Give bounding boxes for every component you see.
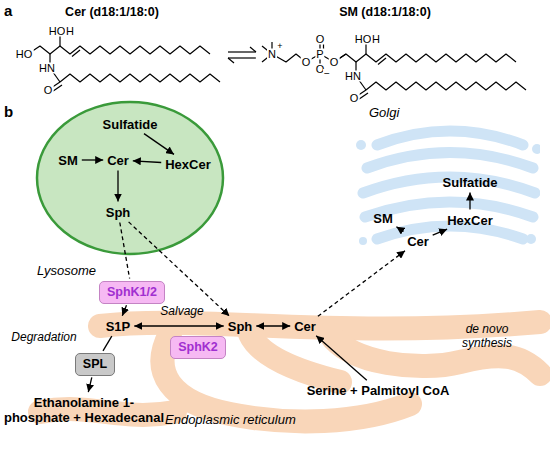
pathway-label: de novo synthesis	[451, 322, 523, 351]
metabolite-name: SM	[373, 211, 393, 226]
metabolite-name: Sulfatide	[443, 175, 498, 190]
metabolite: HexCer	[445, 212, 495, 229]
metabolite: Ethanolamine 1-phosphate + Hexadecanal	[1, 394, 167, 426]
atom-label: HN	[38, 63, 56, 74]
metabolite-name: Cer	[294, 319, 316, 334]
er-compartment: Endoplasmic reticulum S1P Sph CerSphK2SPL Se…	[0, 262, 550, 459]
enzyme-name: SphK2	[178, 340, 218, 355]
atom-label: H	[65, 26, 75, 37]
bond	[378, 58, 386, 65]
metabolite: Sulfatide	[101, 116, 160, 133]
atom-label: H	[371, 34, 381, 45]
reaction-arrow	[144, 134, 174, 155]
metabolite-name: HexCer	[165, 157, 211, 172]
metabolite-name: Cer	[107, 153, 129, 168]
atom-label: −	[323, 69, 331, 79]
panel-letter: b	[4, 104, 13, 119]
pathway-label: Degradation	[11, 331, 76, 343]
atom-label: HO	[15, 49, 34, 60]
bond-lines	[28, 31, 526, 101]
metabolite-name: Serine + Palmitoyl CoA	[307, 383, 450, 398]
enzyme-name: SPL	[83, 357, 107, 372]
reaction-arrow	[133, 161, 161, 163]
atom-label: O	[315, 34, 326, 45]
metabolite: Serine + Palmitoyl CoA	[305, 382, 452, 399]
enzyme-box: SPL	[75, 353, 115, 376]
carbon-chain	[28, 46, 210, 54]
reaction-arrow	[396, 227, 403, 232]
metabolite-name: S1P	[106, 319, 131, 334]
metabolite-name: Ethanolamine 1-phosphate + Hexadecanal	[3, 395, 165, 425]
reaction-arrow	[469, 193, 470, 210]
carbon-chain	[60, 74, 220, 82]
atom-label: O	[43, 85, 54, 96]
metabolite-name: HexCer	[447, 213, 493, 228]
metabolite-name: Sph	[228, 319, 253, 334]
atom-label: +	[276, 42, 283, 51]
reaction-arrow	[117, 171, 118, 202]
atom-label: O	[301, 57, 312, 68]
reaction-arrow	[433, 229, 447, 235]
reaction-arrow	[103, 336, 112, 351]
equilibrium-arrow	[228, 47, 256, 63]
enzyme-box: SphK2	[170, 336, 226, 359]
metabolite: Sph	[104, 204, 133, 221]
structure-name: Cer (d18:1/18:0)	[65, 6, 159, 19]
metabolite-name: Sph	[106, 205, 131, 220]
pathway-label: Salvage	[160, 305, 203, 317]
panel-letter: a	[4, 3, 12, 18]
golgi-compartment: GolgiSulfatideSM HexCerCer	[355, 105, 540, 255]
reaction-arrow	[88, 377, 92, 392]
compartment-name: Lysosome	[37, 263, 96, 278]
metabolite: SM	[56, 152, 80, 169]
reaction-arrow	[120, 223, 130, 279]
metabolite-name: SM	[58, 153, 78, 168]
reaction-arrow	[318, 251, 405, 317]
reaction-arrow	[122, 305, 126, 315]
metabolite: SM	[371, 210, 395, 227]
reaction-arrow	[316, 336, 367, 380]
metabolite: S1P	[104, 318, 133, 335]
compartment-name: Endoplasmic reticulum	[165, 412, 296, 427]
metabolite: Sulfatide	[441, 174, 500, 191]
atom-label: P	[315, 49, 324, 60]
metabolite: HexCer	[163, 156, 213, 173]
atom-label: HN	[344, 71, 362, 82]
carbon-chain	[366, 82, 526, 90]
metabolite: Cer	[292, 318, 318, 335]
atom-label: O	[329, 57, 340, 68]
metabolite: Cer	[105, 152, 131, 169]
structure-name: SM (d18:1/18:0)	[339, 6, 431, 19]
metabolite: Sph	[226, 318, 255, 335]
reaction-arrow	[129, 222, 230, 316]
metabolite-name: Cer	[407, 234, 429, 249]
reaction-arrow	[256, 325, 290, 326]
reaction-arrow	[134, 325, 223, 326]
enzyme-box: SphK1/2	[99, 281, 165, 304]
compartment-name: Golgi	[369, 105, 399, 120]
metabolite-name: Sulfatide	[103, 117, 158, 132]
lysosome-compartment: LysosomeSulfatideSMHexCerCerSph	[35, 100, 225, 256]
atom-label: HO	[354, 34, 373, 45]
atom-label: HO	[48, 26, 67, 37]
metabolite: Cer	[405, 233, 431, 250]
enzyme-name: SphK1/2	[107, 285, 157, 300]
bond	[72, 50, 80, 57]
carbon-chain	[334, 54, 516, 62]
atom-label: O	[349, 93, 360, 104]
reaction-arrow	[82, 159, 103, 160]
